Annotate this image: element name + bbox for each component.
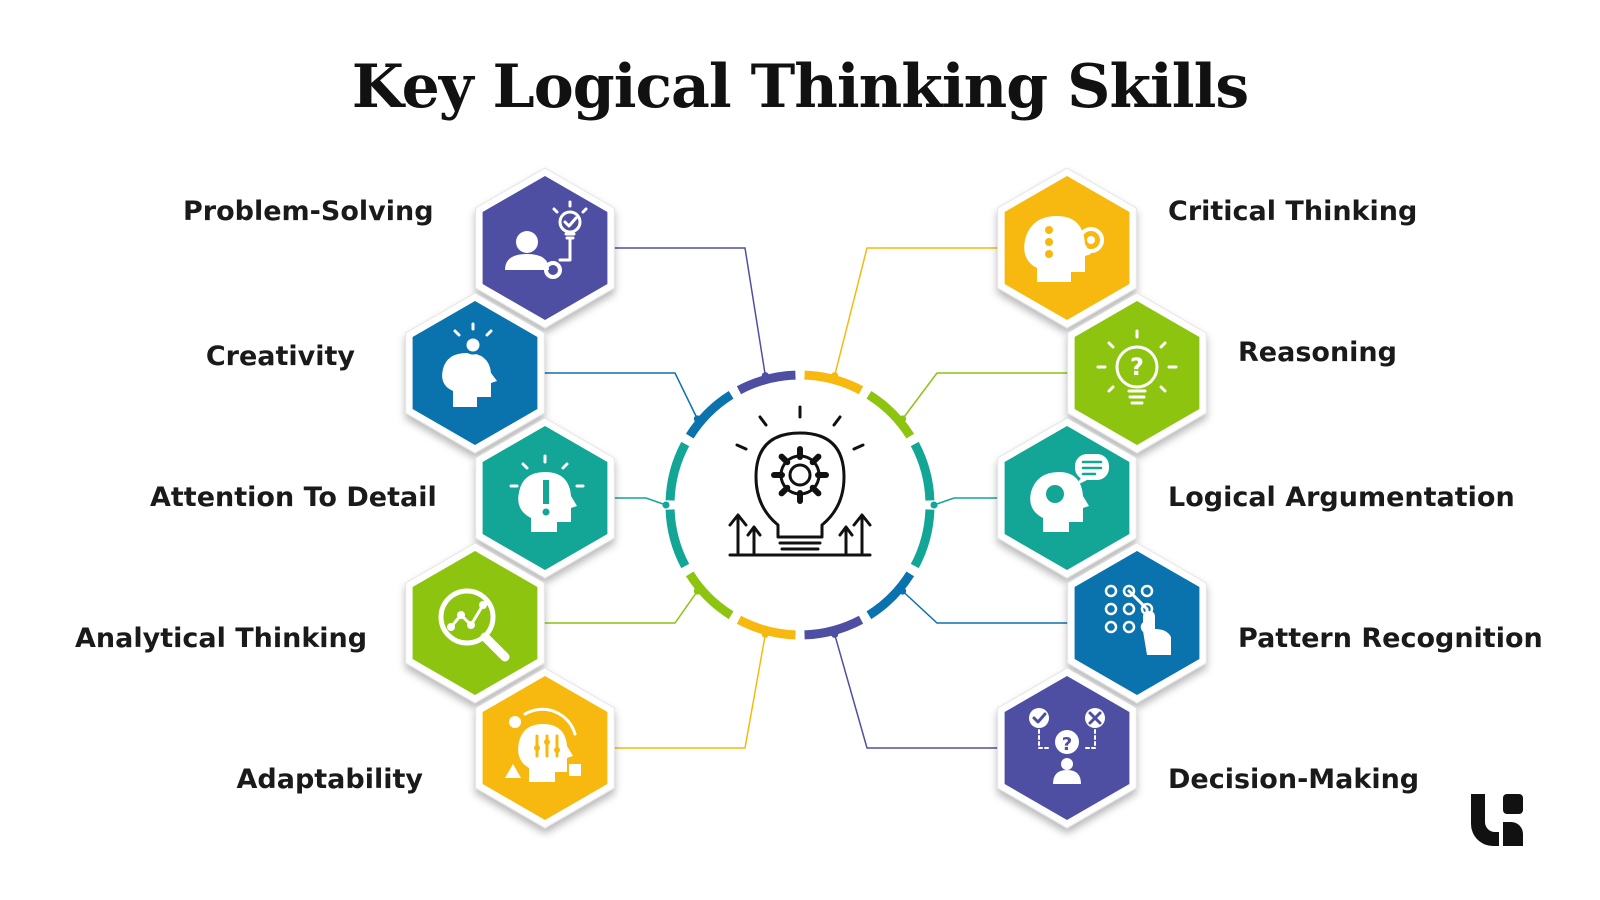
center-hub (728, 405, 872, 557)
connector-line (833, 634, 1003, 749)
argumentation-icon (1030, 454, 1109, 532)
adaptability-icon (505, 707, 581, 782)
ring-segment (804, 370, 864, 395)
skill-label-problem-solving: Problem-Solving (183, 196, 434, 227)
critical-thinking-icon (1024, 216, 1104, 282)
ring-segment (665, 441, 690, 501)
ring-segment (665, 509, 690, 569)
ring-segment (685, 571, 734, 620)
hex-reasoning: ? (1067, 292, 1207, 454)
connector-line (609, 497, 667, 506)
ring-segment (736, 615, 796, 640)
connector-line (902, 590, 1073, 624)
lightbulb-gear-icon (728, 405, 872, 557)
creativity-icon (442, 322, 497, 407)
ring-segment (685, 390, 734, 439)
connector-line (833, 247, 1003, 376)
ring-segment (866, 571, 915, 620)
hex-logical-argumentation (997, 417, 1137, 579)
hex-pattern-recognition (1067, 542, 1207, 704)
brand-logo-icon (1471, 794, 1523, 846)
hex-adaptability (475, 667, 615, 829)
ring-segment (910, 441, 935, 501)
decision-icon: ? (1029, 708, 1105, 784)
skill-label-reasoning: Reasoning (1238, 337, 1397, 368)
attention-icon (509, 454, 585, 532)
ring-segment (866, 390, 915, 439)
skill-label-adaptability: Adaptability (236, 764, 424, 795)
center-disc (678, 383, 922, 627)
skill-label-analytical-thinking: Analytical Thinking (75, 623, 368, 654)
skill-label-pattern-recognition: Pattern Recognition (1238, 623, 1543, 654)
pattern-icon (1104, 584, 1171, 655)
hex-decision-making: ? (997, 667, 1137, 829)
connector-line (539, 372, 699, 420)
ring-segment (736, 370, 796, 395)
hex-critical-thinking (997, 167, 1137, 329)
skill-label-logical-argumentation: Logical Argumentation (1168, 482, 1515, 513)
hex-analytical-thinking (405, 542, 545, 704)
connector-line (609, 247, 767, 376)
skill-label-creativity: Creativity (205, 341, 355, 372)
question-mark: ? (1130, 353, 1144, 381)
ring-segment (910, 509, 935, 569)
connector-line (902, 372, 1073, 420)
connector-line (609, 634, 767, 749)
center-ring (665, 370, 935, 640)
hex-attention-to-detail (475, 417, 615, 579)
skill-label-critical-thinking: Critical Thinking (1168, 196, 1418, 227)
hex-fill (1074, 551, 1200, 695)
connector-dot (662, 501, 670, 509)
hex-creativity (405, 292, 545, 454)
brand-logo-icon (1471, 794, 1523, 846)
page-title: Key Logical Thinking Skills (351, 52, 1249, 122)
hex-fill (1074, 301, 1200, 445)
connector-dot (930, 501, 938, 509)
hexagon-group: ?? (405, 167, 1207, 829)
ring-segment (804, 615, 864, 640)
reasoning-icon: ? (1096, 329, 1178, 405)
skill-label-decision-making: Decision-Making (1168, 764, 1420, 795)
hex-problem-solving (475, 167, 615, 329)
problem-solving-icon (505, 200, 588, 279)
skill-label-attention-to-detail: Attention To Detail (150, 482, 437, 513)
question-mark: ? (1062, 734, 1072, 755)
connector-line (539, 590, 698, 624)
analytical-icon (438, 588, 510, 662)
connector-line (933, 497, 1003, 506)
hex-fill (482, 176, 608, 320)
